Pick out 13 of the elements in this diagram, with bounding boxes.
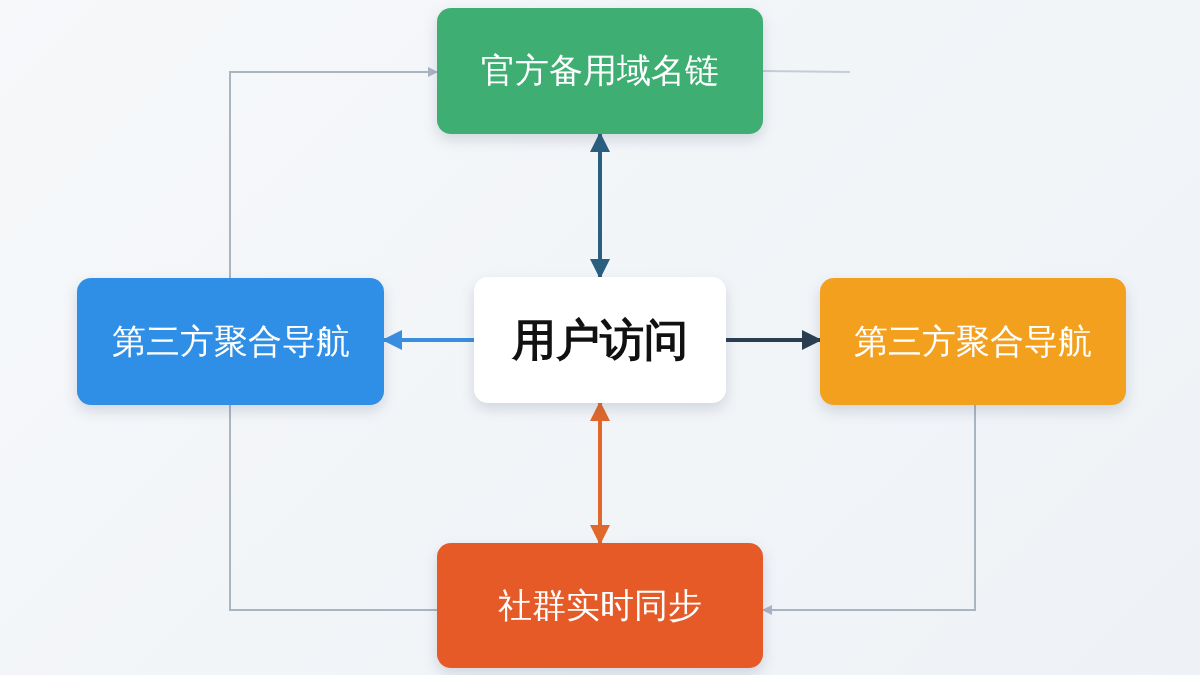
arrow [726,330,822,350]
process-box: 官方备用域名链 [437,8,763,134]
process-box: 第三方聚合导航 [77,278,384,405]
arrow [229,67,438,279]
connector-line [229,404,438,611]
arrow [590,132,610,279]
connector-line [762,70,851,73]
process-box: 用户访问 [474,277,726,403]
process-box: 第三方聚合导航 [820,278,1126,405]
process-box: 社群实时同步 [437,543,763,668]
arrow [590,401,610,545]
arrow [762,404,976,615]
arrow [382,330,474,350]
